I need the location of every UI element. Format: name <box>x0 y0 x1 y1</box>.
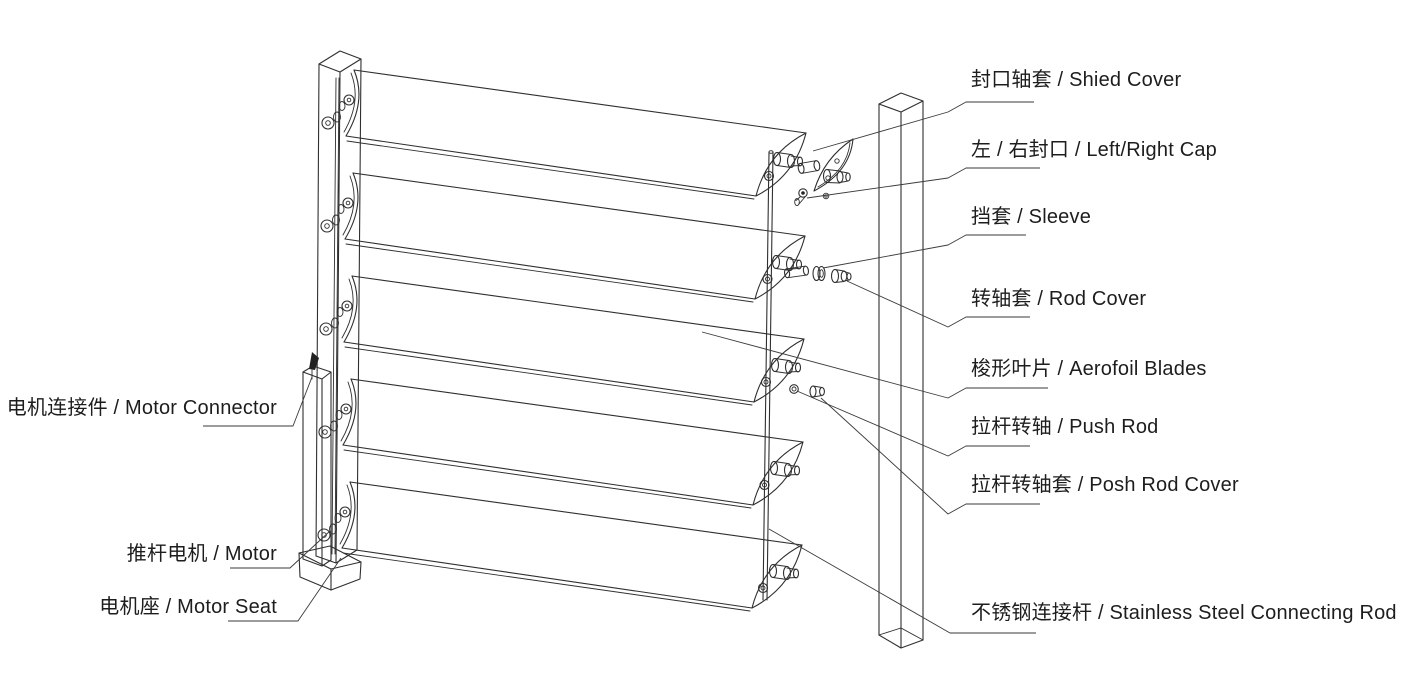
label-aerofoil-blades: 梭形叶片 / Aerofoil Blades <box>971 358 1207 380</box>
blade-pin-part-2 <box>783 265 810 279</box>
motor-body <box>302 365 332 567</box>
sleeve-part <box>812 265 826 282</box>
label-connecting-rod: 不锈钢连接杆 / Stainless Steel Connecting Rod <box>971 602 1397 624</box>
push-rod-part <box>789 384 799 394</box>
label-motor: 推杆电机 / Motor <box>126 543 277 565</box>
push-rod-cover-part <box>809 385 825 398</box>
rod-clamps <box>757 170 775 594</box>
right-post <box>878 92 924 649</box>
hinge-rail <box>331 77 340 555</box>
cap-bolt-part <box>794 188 830 207</box>
label-shield-cover: 封口轴套 / Shied Cover <box>971 69 1182 91</box>
aerofoil-blade <box>321 69 807 200</box>
label-rod-cover: 转轴套 / Rod Cover <box>971 288 1147 310</box>
label-motor-seat: 电机座 / Motor Seat <box>99 596 277 618</box>
label-push-rod-cover: 拉杆转轴套 / Posh Rod Cover <box>971 474 1239 496</box>
label-motor-connector: 电机连接件 / Motor Connector <box>6 397 277 419</box>
blade-pin-part <box>797 160 821 174</box>
motor-seat-bracket <box>298 545 362 591</box>
shield-cover-part <box>822 168 851 184</box>
connecting-rod <box>762 150 774 601</box>
label-sleeve: 挡套 / Sleeve <box>971 206 1092 228</box>
label-push-rod: 拉杆转轴 / Push Rod <box>971 416 1159 438</box>
leader-lines <box>203 101 1048 634</box>
label-left-right-cap: 左 / 右封口 / Left/Right Cap <box>971 139 1217 161</box>
left-post <box>315 50 362 564</box>
rod-cover-part <box>830 268 852 284</box>
